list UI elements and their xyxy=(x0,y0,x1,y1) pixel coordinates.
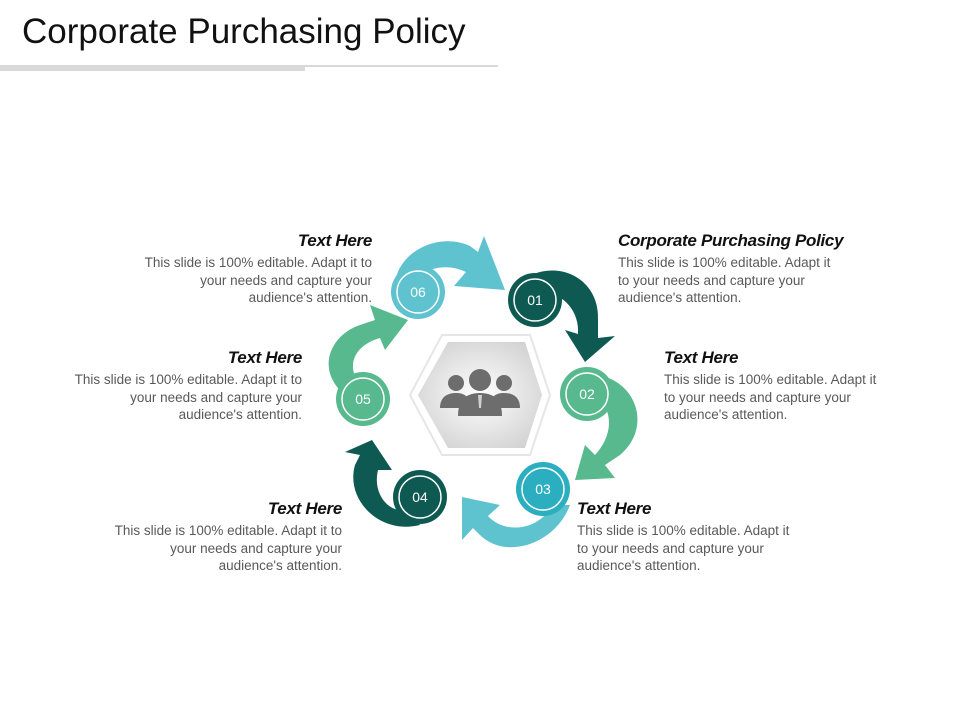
step-heading: Text Here xyxy=(664,348,739,367)
step-text-06: Text Here This slide is 100% editable. A… xyxy=(142,231,373,307)
step-badge-04: 04 xyxy=(393,470,447,524)
step-body: This slide is 100% editable. Adapt it to… xyxy=(114,523,342,573)
step-badge-02: 02 xyxy=(560,367,614,421)
step-body: This slide is 100% editable. Adapt it to… xyxy=(577,523,790,573)
arrow-04 xyxy=(345,440,420,527)
step-badge-05: 05 xyxy=(336,372,390,426)
team-people-icon xyxy=(440,369,520,416)
step-text-05: Text Here This slide is 100% editable. A… xyxy=(72,348,303,424)
step-body: This slide is 100% editable. Adapt it to… xyxy=(144,255,372,305)
step-heading: Text Here xyxy=(227,348,302,367)
svg-text:06: 06 xyxy=(410,284,426,300)
svg-text:05: 05 xyxy=(355,391,371,407)
step-body: This slide is 100% editable. Adapt it to… xyxy=(618,255,831,305)
step-text-02: Text Here This slide is 100% editable. A… xyxy=(664,348,894,424)
title-divider-accent xyxy=(0,67,305,71)
center-hexagon xyxy=(408,334,552,456)
svg-text:04: 04 xyxy=(412,489,428,505)
arrow-02 xyxy=(575,375,638,480)
step-heading: Text Here xyxy=(297,231,372,250)
svg-text:02: 02 xyxy=(579,386,595,402)
page-title: Corporate Purchasing Policy xyxy=(22,12,466,51)
arrow-06 xyxy=(395,236,505,290)
step-body: This slide is 100% editable. Adapt it to… xyxy=(74,372,302,422)
step-badge-03: 03 xyxy=(516,462,570,516)
step-heading: Text Here xyxy=(267,499,342,518)
step-text-03: Text Here This slide is 100% editable. A… xyxy=(577,499,807,575)
step-heading: Text Here xyxy=(577,499,652,518)
arrow-01 xyxy=(525,270,615,362)
title-divider xyxy=(0,65,498,67)
svg-text:01: 01 xyxy=(527,292,543,308)
step-text-01: Corporate Purchasing Policy This slide i… xyxy=(618,231,898,307)
svg-text:03: 03 xyxy=(535,481,551,497)
step-body: This slide is 100% editable. Adapt it to… xyxy=(664,372,877,422)
step-heading: Corporate Purchasing Policy xyxy=(618,231,844,250)
step-badge-01: 01 xyxy=(508,273,562,327)
step-badge-06: 06 xyxy=(391,265,445,319)
arrow-03 xyxy=(462,497,570,548)
step-text-04: Text Here This slide is 100% editable. A… xyxy=(112,499,343,575)
arrow-05 xyxy=(328,305,408,395)
